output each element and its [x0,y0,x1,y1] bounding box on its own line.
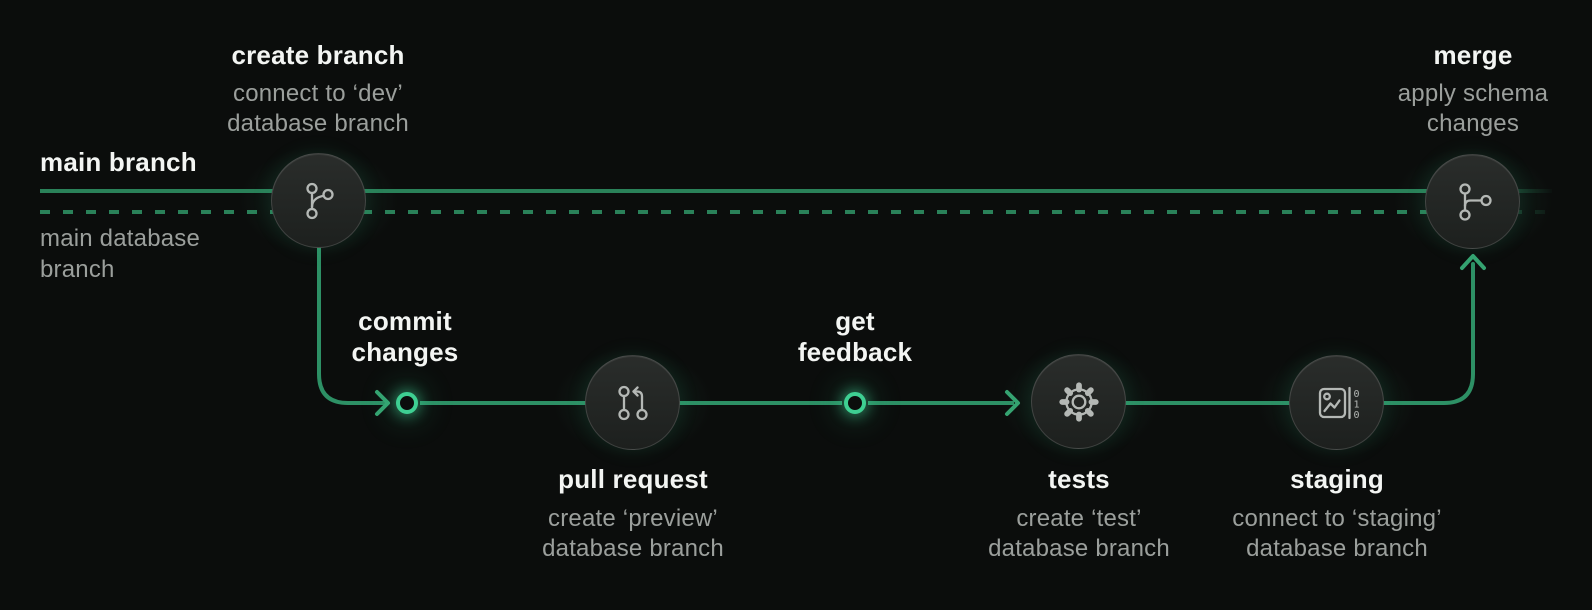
binary-digit: 0 [1353,389,1359,400]
step-title: pull request [558,464,708,494]
pull-request-label: pull request create ‘preview’ database b… [483,464,783,564]
node-pull-request [585,355,680,450]
git-branch-icon [305,182,334,219]
step-title: get feedback [797,306,913,367]
commit-changes-ring [396,392,418,414]
binary-digit: 0 [1353,410,1359,421]
create-branch-label: create branch connect to ‘dev’ database … [168,40,468,139]
tests-label: tests create ‘test’ database branch [929,464,1229,564]
lane-title: main branch [40,147,197,177]
branch-down-path [317,238,386,405]
step-title: staging [1290,464,1384,494]
node-staging: 0 1 0 [1289,355,1384,450]
merge-label: merge apply schema changes [1323,40,1592,139]
step-title: merge [1433,40,1513,70]
git-pull-request-icon [617,385,648,420]
flow-up-path [1378,262,1475,405]
step-title: tests [1048,464,1110,494]
step-subtitle: connect to ‘dev’ database branch [227,80,409,137]
arrowhead-merge-icon [1460,254,1486,270]
step-title: commit changes [351,306,459,367]
step-title: create branch [231,40,405,70]
step-subtitle: apply schema changes [1397,80,1549,137]
git-merge-icon [1458,182,1492,221]
step-subtitle: create ‘preview’ database branch [542,505,724,562]
node-merge [1425,154,1520,249]
gear-icon [1058,381,1099,422]
node-tests [1031,354,1126,449]
lane-subtitle: main database branch [40,225,201,283]
staging-label: staging connect to ‘staging’ database br… [1187,464,1487,564]
step-subtitle: connect to ‘staging’ database branch [1232,505,1442,562]
binary-digit: 1 [1353,399,1359,410]
commit-changes-label: commit changes [255,306,555,368]
node-create-branch [271,153,366,248]
get-feedback-ring [844,392,866,414]
image-binary-icon: 0 1 0 [1318,386,1359,421]
step-subtitle: create ‘test’ database branch [988,505,1170,562]
main-branch-label: main branch [40,147,197,178]
arrowhead-commit-icon [375,390,390,416]
get-feedback-label: get feedback [705,306,1005,368]
arrowhead-tests-icon [1005,390,1020,416]
main-database-branch-label: main database branch [40,223,200,285]
